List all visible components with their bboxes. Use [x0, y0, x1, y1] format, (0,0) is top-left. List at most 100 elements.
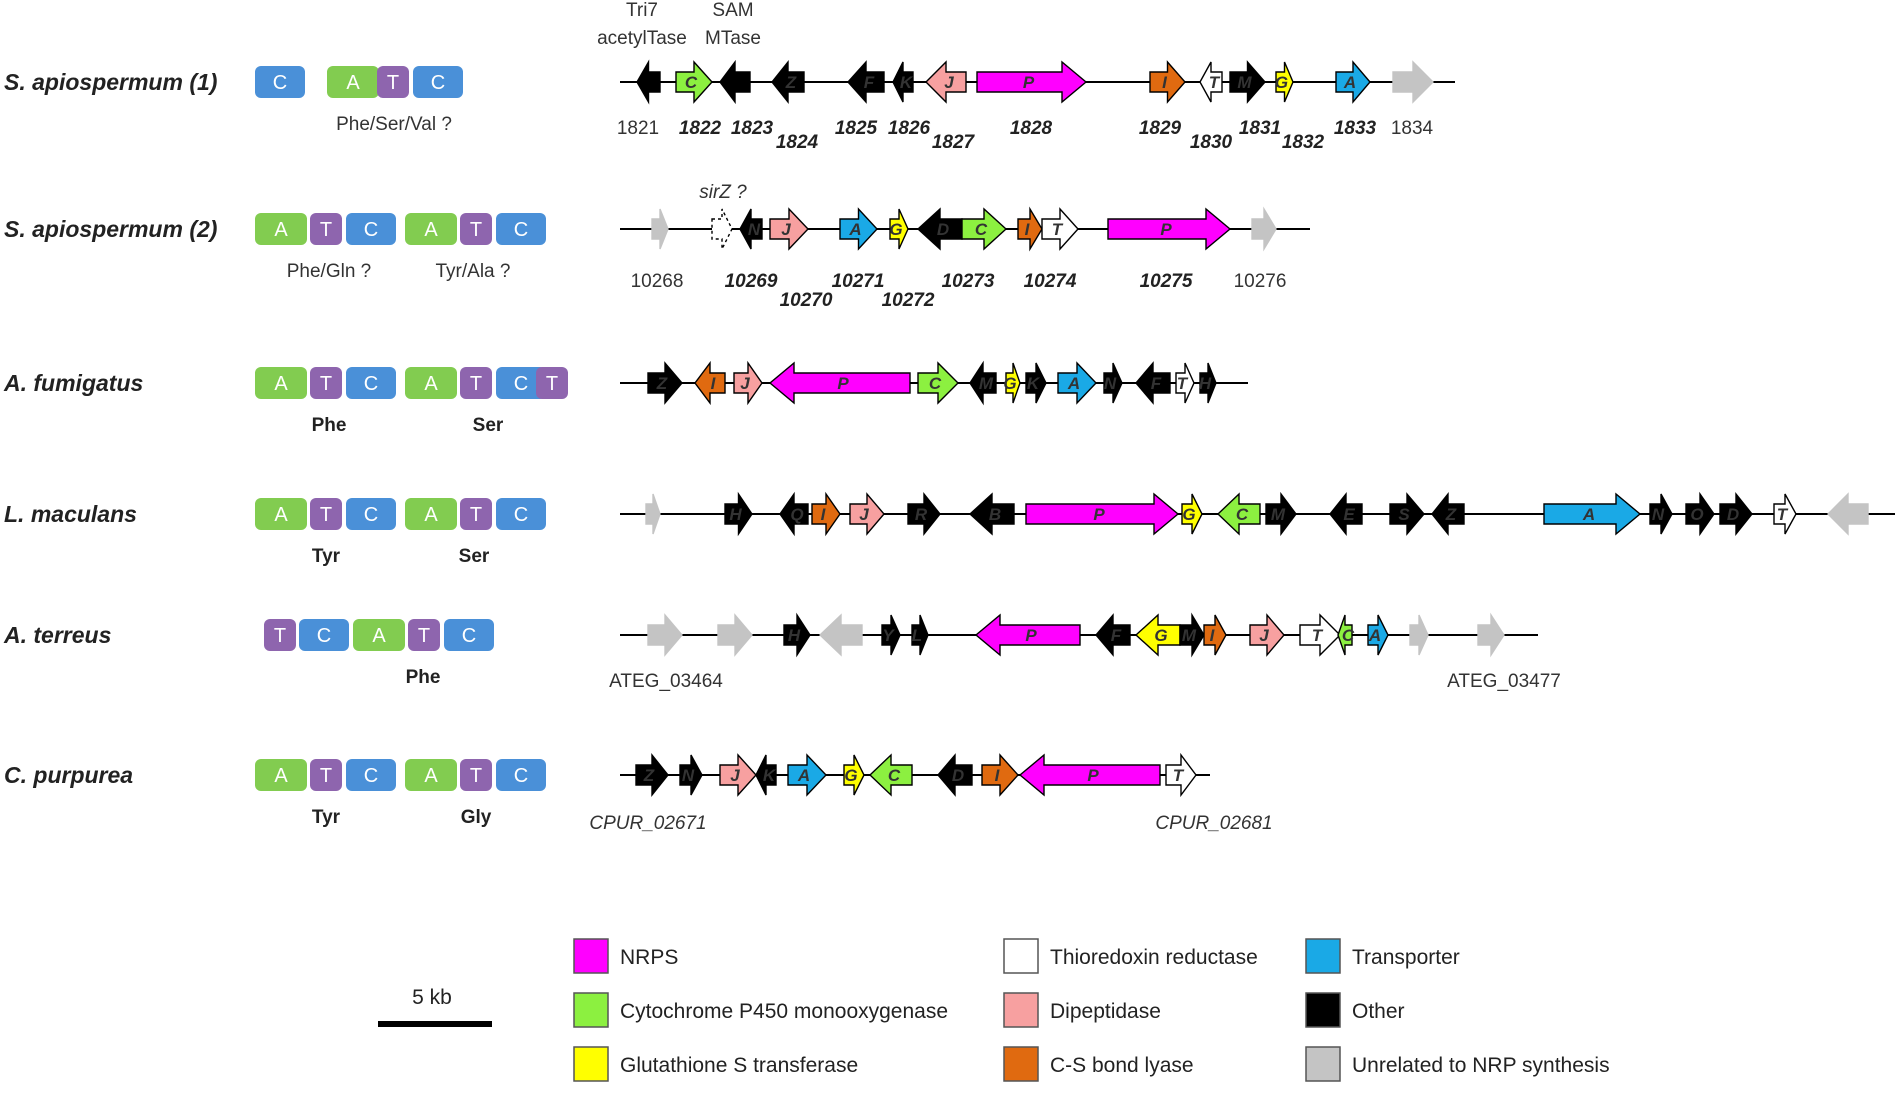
- gene-id: 1826: [888, 118, 931, 139]
- gene-gst: [1181, 493, 1203, 535]
- gene-csl: [981, 753, 1019, 797]
- gene-p450: [961, 207, 1008, 251]
- domain-letter: C: [514, 765, 528, 787]
- gene-gst: [1275, 61, 1294, 103]
- gene-id: 10271: [832, 271, 885, 292]
- gene-letter: Z: [1445, 505, 1457, 524]
- gene-letter: M: [1271, 505, 1286, 524]
- gene-id: 10268: [631, 271, 684, 292]
- legend-label: C-S bond lyase: [1050, 1054, 1194, 1077]
- gene-other: [881, 614, 901, 656]
- gene-letter: R: [915, 505, 928, 524]
- gene-other: [1025, 362, 1047, 404]
- legend-item: Other: [1305, 992, 1405, 1028]
- gene-letter: Z: [785, 73, 797, 92]
- domain-c: [444, 619, 494, 651]
- gene-unrelated: [651, 208, 669, 250]
- gene-letter: H: [788, 626, 801, 645]
- legend-item: Glutathione S transferase: [573, 1046, 858, 1082]
- gene-unrelated: [1827, 492, 1869, 536]
- domain-letter: C: [364, 219, 378, 241]
- gene-dotted: [711, 208, 733, 250]
- gene-unrelated: [1251, 206, 1277, 252]
- specificity-label: Phe/Ser/Val ?: [336, 114, 452, 135]
- gene-id: ATEG_03464: [609, 671, 723, 692]
- gene-letter: K: [1027, 374, 1041, 393]
- gene-other: [647, 361, 683, 405]
- legend-label: NRPS: [620, 946, 678, 969]
- domain-letter: A: [346, 72, 360, 94]
- annotation-label: sirZ ?: [699, 182, 747, 203]
- domain-a: [327, 66, 379, 98]
- legend-item: Transporter: [1305, 938, 1460, 974]
- legend-label: Dipeptidase: [1050, 1000, 1161, 1023]
- annotation-label: Tri7: [626, 0, 658, 21]
- gene-id: ATEG_03477: [1447, 671, 1561, 692]
- domain-letter: C: [462, 625, 476, 647]
- gene-id: 1823: [731, 118, 774, 139]
- gene-letter: G: [1275, 73, 1288, 92]
- domain-c: [496, 213, 546, 245]
- gene-nrps: [976, 60, 1088, 104]
- gene-letter: G: [1182, 505, 1195, 524]
- gene-other: [1329, 492, 1363, 536]
- organism-label: C. purpurea: [4, 762, 133, 788]
- gene-transporter: [787, 753, 827, 797]
- domain-c: [346, 367, 396, 399]
- domain-letter: C: [514, 373, 528, 395]
- gene-other: [719, 59, 751, 105]
- gene-p450: [1337, 614, 1353, 656]
- gene-other: [916, 207, 963, 251]
- domain-c: [346, 759, 396, 791]
- gene-letter: Y: [882, 626, 895, 645]
- domain-letter: T: [470, 219, 482, 241]
- gene-other: [636, 59, 661, 105]
- legend-label: Transporter: [1352, 946, 1460, 969]
- domain-letter: C: [273, 72, 287, 94]
- gene-dipep: [925, 60, 967, 104]
- gene-letter: M: [979, 374, 994, 393]
- gene-transporter: [1335, 60, 1371, 104]
- gene-unrelated: [1477, 612, 1505, 658]
- domain-letter: T: [320, 765, 332, 787]
- gene-letter: I: [995, 766, 1001, 785]
- gene-trx: [1165, 752, 1197, 798]
- legend-label: Unrelated to NRP synthesis: [1352, 1054, 1610, 1077]
- gene-unrelated: [717, 613, 753, 657]
- gene-letter: J: [1259, 626, 1269, 645]
- domain-letter: C: [317, 625, 331, 647]
- gene-id: 10273: [942, 271, 995, 292]
- gene-letter: A: [1343, 73, 1356, 92]
- gene-other: [739, 208, 763, 250]
- gene-letter: D: [937, 220, 949, 239]
- domain-a: [255, 213, 307, 245]
- domain-t: [310, 367, 342, 399]
- scale-bar: 5 kb: [378, 986, 492, 1027]
- domain-letter: T: [470, 504, 482, 526]
- gene-other: [1431, 492, 1465, 536]
- gene-other: [937, 753, 973, 797]
- gene-other: [1265, 491, 1297, 537]
- gene-letter: F: [1111, 626, 1122, 645]
- gene-p450: [1216, 492, 1261, 536]
- legend-item: Cytochrome P450 monooxygenase: [573, 992, 948, 1028]
- gene-letter: T: [1052, 220, 1064, 239]
- legend-swatch: [573, 1046, 609, 1082]
- domain-letter: T: [320, 219, 332, 241]
- gene-other: [1179, 612, 1205, 658]
- gene-letter: N: [1104, 374, 1117, 393]
- gene-letter: T: [1777, 505, 1789, 524]
- specificity-label: Ser: [473, 415, 504, 436]
- legend-label: Glutathione S transferase: [620, 1054, 858, 1077]
- gene-letter: I: [1162, 73, 1168, 92]
- gene-dipep: [719, 753, 757, 797]
- gene-letter: J: [730, 766, 740, 785]
- domain-letter: A: [424, 373, 438, 395]
- organism-label: A. terreus: [3, 622, 111, 648]
- legend-label: Other: [1352, 1000, 1405, 1023]
- gene-letter: J: [859, 505, 869, 524]
- legend: NRPS Cytochrome P450 monooxygenaseGlutath…: [573, 938, 1610, 1082]
